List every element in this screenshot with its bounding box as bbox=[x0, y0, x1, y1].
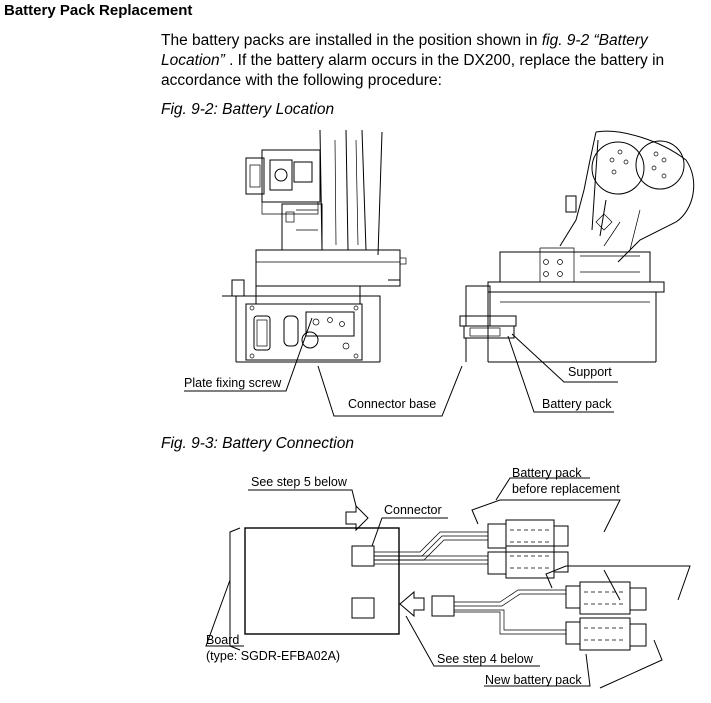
connector-label: Connector bbox=[384, 503, 442, 517]
figure-9-2-leader-lines bbox=[184, 317, 618, 417]
battery-before-label-line2: before replacement bbox=[512, 482, 620, 496]
board-connector-2 bbox=[351, 597, 375, 619]
figure-reference-link[interactable]: fig. 9-2 “Battery Location” bbox=[161, 32, 648, 69]
board-drawing bbox=[229, 527, 400, 651]
plate-fixing-screw-label: Plate fixing screw bbox=[184, 376, 282, 390]
connector-base-label: Connector base bbox=[348, 397, 436, 411]
intro-text-1: The battery packs are installed in the p… bbox=[161, 32, 542, 49]
figure-9-3-caption: Fig. 9-3: Battery Connection bbox=[161, 435, 354, 452]
robot-side-view-drawing bbox=[459, 130, 695, 363]
see-step-5-label: See step 5 below bbox=[251, 475, 348, 489]
old-battery-packs-drawing bbox=[374, 499, 621, 601]
board-label: Board bbox=[206, 633, 239, 647]
intro-paragraph: The battery packs are installed in the p… bbox=[161, 31, 706, 91]
board-type-label: (type: SGDR-EFBA02A) bbox=[206, 649, 340, 663]
board-connector-1 bbox=[351, 545, 375, 567]
step5-arrow-icon bbox=[345, 504, 369, 532]
new-battery-pack-label: New battery pack bbox=[485, 673, 582, 687]
battery-before-label-line1: Battery pack bbox=[512, 466, 582, 480]
new-battery-packs-drawing bbox=[431, 565, 691, 689]
figure-9-2-caption: Fig. 9-2: Battery Location bbox=[161, 101, 335, 118]
section-heading: Battery Pack Replacement bbox=[4, 2, 193, 19]
battery-pack-label: Battery pack bbox=[542, 397, 612, 411]
step4-arrow-icon bbox=[399, 590, 425, 618]
intro-text-2: . If the battery alarm occurs in the DX2… bbox=[161, 52, 665, 89]
support-label: Support bbox=[568, 365, 612, 379]
board-outline bbox=[244, 527, 400, 635]
see-step-4-label: See step 4 below bbox=[437, 652, 534, 666]
robot-front-view-drawing bbox=[222, 129, 407, 363]
